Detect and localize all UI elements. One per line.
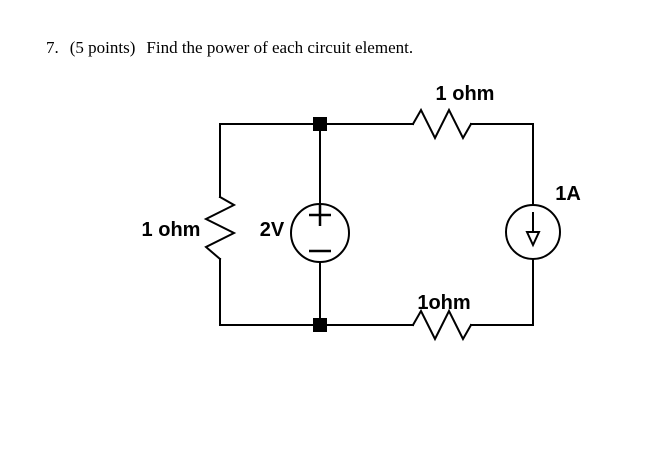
current-arrow-down-icon (525, 212, 541, 248)
problem-points: (5 points) (69, 38, 136, 57)
bottom-node-square (313, 318, 327, 332)
left-resistor-label: 1 ohm (141, 219, 201, 241)
resistor-bottom-zigzag (411, 308, 473, 342)
problem-question: Find the power of each circuit element. (146, 38, 414, 57)
problem-number: 7. (46, 38, 59, 57)
resistor-left-zigzag (203, 195, 237, 261)
top-resistor-label: 1 ohm (435, 83, 495, 105)
problem-title: 7. (5 points) Find the power of each cir… (46, 38, 413, 58)
top-node-square (313, 117, 327, 131)
current-source-label: 1A (555, 183, 581, 205)
plus-polarity-icon (309, 204, 331, 226)
resistor-top-zigzag (411, 107, 473, 141)
bottom-resistor-label: 1ohm (417, 292, 471, 314)
voltage-source-label: 2V (259, 219, 285, 241)
